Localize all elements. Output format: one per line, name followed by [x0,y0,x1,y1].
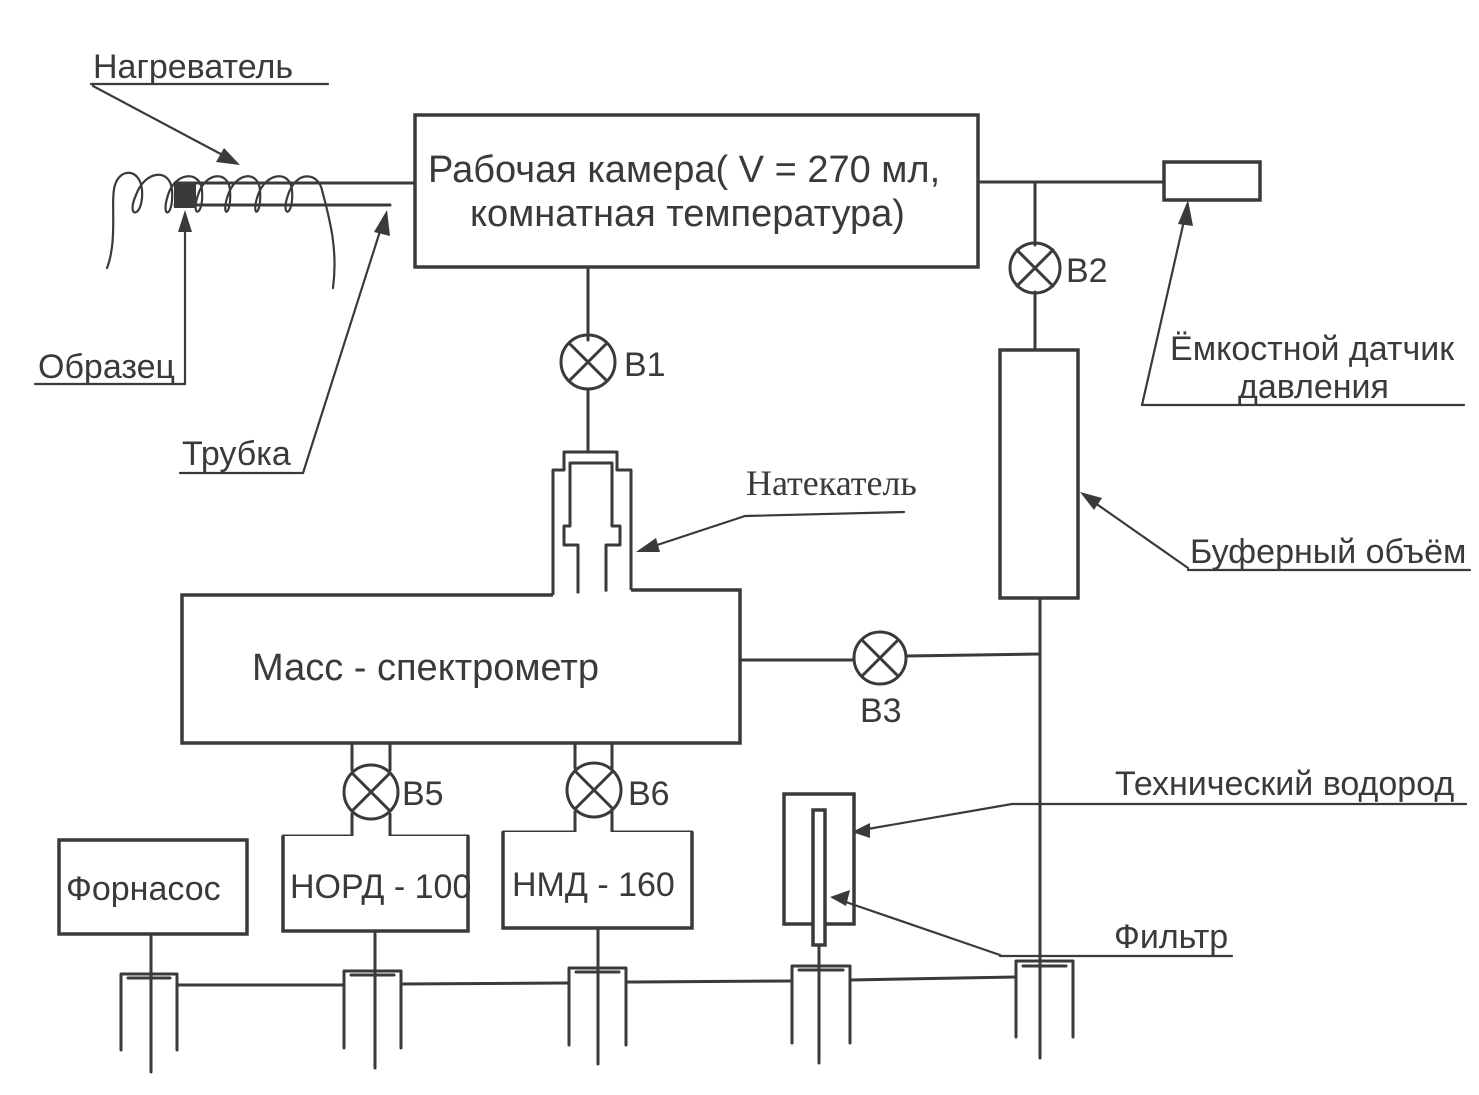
b3-line-right [904,652,1042,658]
valve-b5-icon [342,763,400,821]
valve-b5[interactable]: В5 [342,763,444,821]
tube [173,181,417,207]
working-chamber-label-line2: комнатная температура) [470,193,905,235]
filter-leader-line [838,898,1002,957]
trap-4 [790,964,852,1065]
heater-leader-line [91,84,234,162]
filter-label: Фильтр [1114,918,1228,956]
valve-b3-cross [860,638,900,678]
valve-b6-label: В6 [628,775,670,813]
leak-valve[interactable]: Натекатель [551,450,917,607]
trap-5 [1014,959,1075,1039]
pressure-sensor-arrow-icon [1178,200,1193,226]
cold-trap [119,959,1075,1074]
technical-hydrogen-leader-line [860,802,1014,832]
leak-valve-arrow-icon [636,538,660,552]
forepump-label: Форнасос [66,870,221,908]
tube-label: Трубка [182,435,291,473]
valve-b1[interactable]: В1 [559,333,666,391]
valve-b3-icon [852,630,908,686]
sample-label: Образец [38,348,175,386]
working-chamber-box [413,113,980,269]
nmd-160-pump: НМД - 160 [501,832,694,930]
manifold-line [175,975,1018,987]
heater-assembly: Нагреватель Образец Трубка [33,48,417,475]
valve-b1-cross [567,341,609,383]
b6-connection-bottom [501,810,694,834]
leak-valve-leader-line-2 [646,514,747,550]
technical-hydrogen: Технический водород Фильтр [782,765,1468,958]
valve-b2-cross [1015,248,1055,288]
mass-spectrometer: Масс - спектрометр [180,588,742,745]
technical-hydrogen-arrow-icon [852,823,870,838]
sample-block [174,184,196,208]
pressure-sensor-box [1162,160,1262,202]
buffer-volume-arrow-icon [1080,492,1102,510]
buffer-volume: Буферный объём [998,348,1472,600]
trap-2 [342,969,403,1070]
valve-b1-label: В1 [624,346,666,384]
b5-connection [350,741,392,772]
working-chamber: Рабочая камера( V = 270 мл, комнатная те… [413,113,980,269]
forepump-box [57,838,249,936]
trap-3 [567,966,628,1066]
nmd-160-label: НМД - 160 [512,866,675,904]
nord-100-label: НОРД - 100 [290,868,471,906]
pressure-sensor: Ёмкостной датчик давления [1140,160,1466,407]
filter-tube [811,808,827,947]
leak-valve-inner [562,461,622,607]
heater-coil [105,171,336,290]
valve-b3[interactable]: В3 [852,630,908,730]
filter-arrow-icon [830,890,850,906]
valve-b2[interactable]: В2 [1008,241,1108,295]
sample-arrow-icon [178,210,192,232]
valve-b3-label: В3 [860,692,902,730]
leak-valve-label: Натекатель [746,463,917,503]
valve-b6[interactable]: В6 [565,761,670,819]
trap-1 [119,972,179,1074]
valve-b5-label: В5 [402,775,444,813]
pump-stems [149,926,821,976]
heater-label: Нагреватель [93,48,293,86]
forepump: Форнасос [57,838,249,936]
pressure-sensor-label-line2: давления [1238,368,1389,406]
mass-spectrometer-label: Масс - спектрометр [252,647,599,689]
buffer-volume-leader-line [1086,496,1190,570]
tube-leader-line [301,223,384,475]
working-chamber-label-line1: Рабочая камера( V = 270 мл, [428,149,940,191]
valve-b6-icon [565,761,623,819]
buffer-volume-box [998,348,1080,600]
pressure-sensor-label-line1: Ёмкостной датчик [1170,330,1455,368]
pressure-sensor-leader-line [1140,210,1188,407]
technical-hydrogen-label: Технический водород [1115,765,1454,803]
leak-valve-leader-line [743,510,906,518]
valve-b2-label: В2 [1066,252,1108,290]
tube-arrow-icon [374,210,390,236]
buffer-volume-label: Буферный объём [1190,533,1466,571]
valve-b6-cross [573,769,615,811]
nord-100-pump: НОРД - 100 [281,836,471,933]
valve-b5-cross [350,771,392,813]
manifold [149,926,1018,987]
mass-spectrometer-box [180,588,742,745]
heater-arrow-icon [216,148,240,165]
b6-connection [573,741,614,770]
